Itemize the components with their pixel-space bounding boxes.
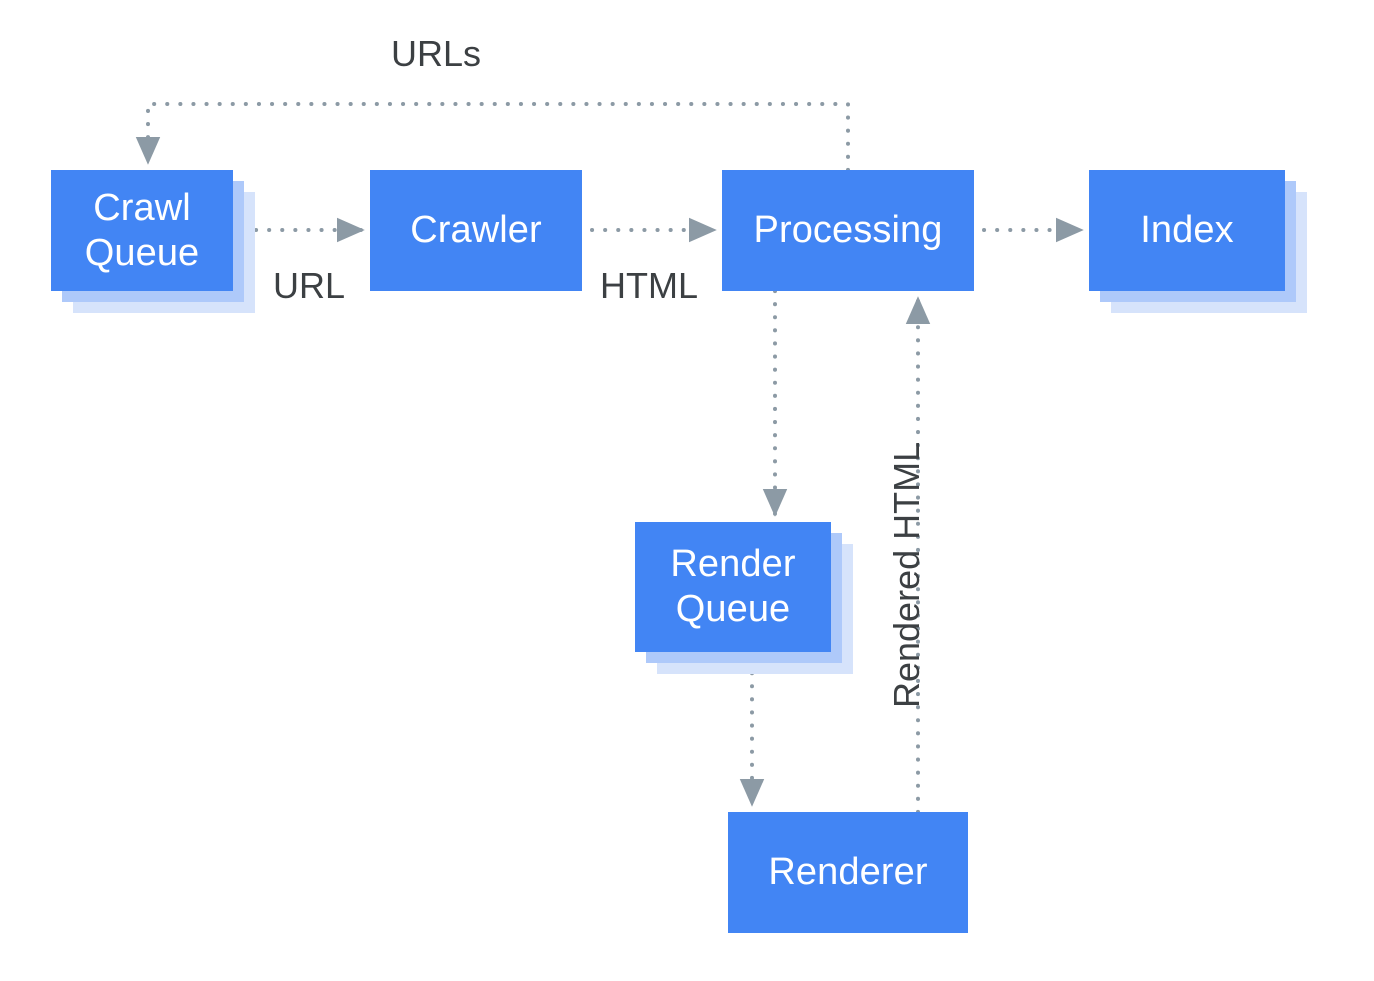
node-crawler-label: Crawler [370,170,582,291]
edge-label-rendered-html: Rendered HTML [886,441,927,708]
node-renderer[interactable]: Renderer [728,812,968,933]
node-renderer-label: Renderer [728,812,968,933]
node-crawl-queue-label: Crawl Queue [51,170,233,291]
edge-label-html: HTML [600,265,698,306]
node-processing[interactable]: Processing [722,170,974,291]
node-processing-label: Processing [722,170,974,291]
node-index[interactable]: Index [1089,170,1307,313]
edge-label-url: URL [273,265,346,306]
edge-urls-path [135,102,850,172]
edge-label-urls: URLs [391,33,482,74]
node-render-queue-label: Render Queue [635,522,831,652]
node-crawl-queue[interactable]: Crawl Queue [51,170,255,313]
node-index-label: Index [1089,170,1285,291]
node-render-queue[interactable]: Render Queue [635,522,853,674]
node-crawler[interactable]: Crawler [370,170,582,291]
